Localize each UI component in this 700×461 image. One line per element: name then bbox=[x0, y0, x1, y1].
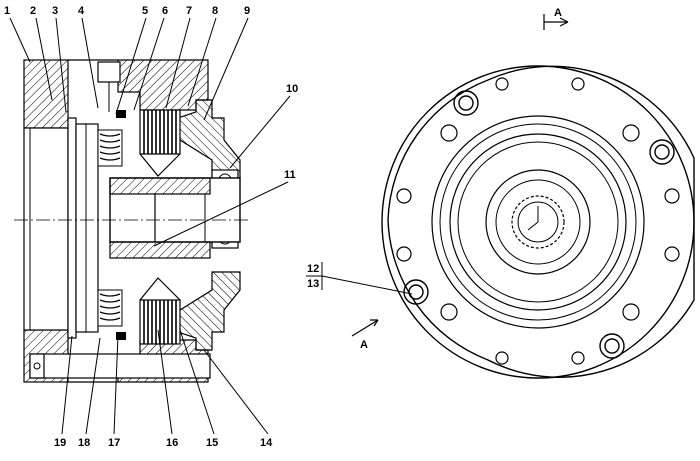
section-letter-bottom: A bbox=[360, 339, 368, 351]
flange-circle bbox=[381, 65, 695, 379]
piston-plate bbox=[67, 117, 77, 339]
leader-lines bbox=[9, 17, 291, 435]
piston-ring bbox=[75, 123, 99, 333]
seal-top bbox=[116, 110, 126, 118]
label-14: 14 bbox=[260, 437, 273, 449]
cap-screws bbox=[403, 90, 675, 359]
disc-pack-bottom bbox=[139, 277, 181, 345]
bolt-holes bbox=[396, 77, 680, 365]
through-bolt bbox=[29, 353, 211, 379]
housing-bore bbox=[23, 127, 69, 331]
front-view bbox=[381, 65, 695, 379]
top-labels: 1 2 3 4 5 6 7 8 9 bbox=[4, 5, 250, 17]
section-letter-top: A bbox=[554, 7, 562, 19]
label-18: 18 bbox=[78, 437, 90, 449]
label-1: 1 bbox=[4, 5, 10, 17]
shaft-collar-top bbox=[109, 177, 211, 195]
leader-12-13 bbox=[306, 262, 413, 295]
label-13: 13 bbox=[307, 278, 319, 290]
label-17: 17 bbox=[108, 437, 120, 449]
spring-bottom bbox=[97, 289, 123, 327]
section-marker-bottom bbox=[351, 319, 379, 337]
shaft-collar-bottom bbox=[109, 241, 211, 259]
right-labels: 10 11 bbox=[284, 83, 298, 181]
label-12: 12 bbox=[307, 263, 319, 275]
oil-port bbox=[97, 61, 121, 83]
cylinder-top bbox=[68, 59, 209, 111]
label-8: 8 bbox=[212, 5, 218, 17]
disc-pack-top bbox=[139, 109, 181, 177]
spring-top bbox=[97, 129, 123, 167]
bottom-labels: 19 18 17 16 15 14 bbox=[54, 437, 273, 449]
label-3: 3 bbox=[52, 5, 58, 17]
flange-outline bbox=[387, 65, 695, 378]
label-11: 11 bbox=[284, 169, 296, 181]
section-marker-top bbox=[543, 14, 569, 30]
label-6: 6 bbox=[162, 5, 168, 17]
spline-hub bbox=[511, 195, 565, 249]
label-9: 9 bbox=[244, 5, 250, 17]
label-7: 7 bbox=[186, 5, 192, 17]
label-10: 10 bbox=[286, 83, 298, 95]
seal-bottom bbox=[116, 332, 126, 340]
label-5: 5 bbox=[142, 5, 148, 17]
label-19: 19 bbox=[54, 437, 66, 449]
label-15: 15 bbox=[206, 437, 218, 449]
label-16: 16 bbox=[166, 437, 178, 449]
label-4: 4 bbox=[78, 5, 85, 17]
label-2: 2 bbox=[30, 5, 36, 17]
section-view bbox=[14, 59, 250, 383]
